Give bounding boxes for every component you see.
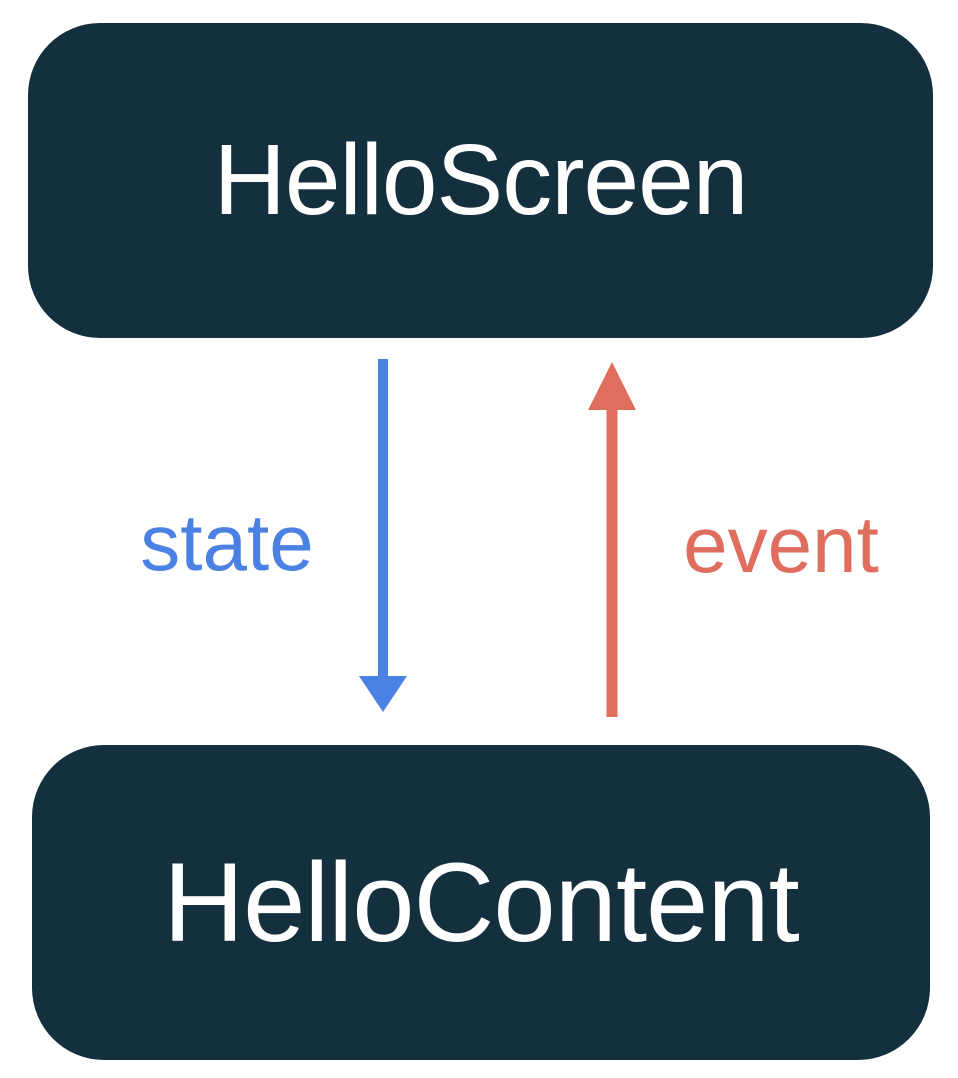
node-hellocontent-label: HelloContent bbox=[163, 840, 799, 965]
node-helloscreen-label: HelloScreen bbox=[213, 124, 749, 236]
event-edge-label: event bbox=[683, 500, 879, 589]
node-hellocontent: HelloContent bbox=[32, 745, 930, 1060]
event-arrow-up bbox=[588, 362, 636, 717]
node-helloscreen: HelloScreen bbox=[28, 23, 933, 338]
state-edge-label: state bbox=[140, 498, 314, 587]
state-arrow-down bbox=[359, 359, 407, 712]
